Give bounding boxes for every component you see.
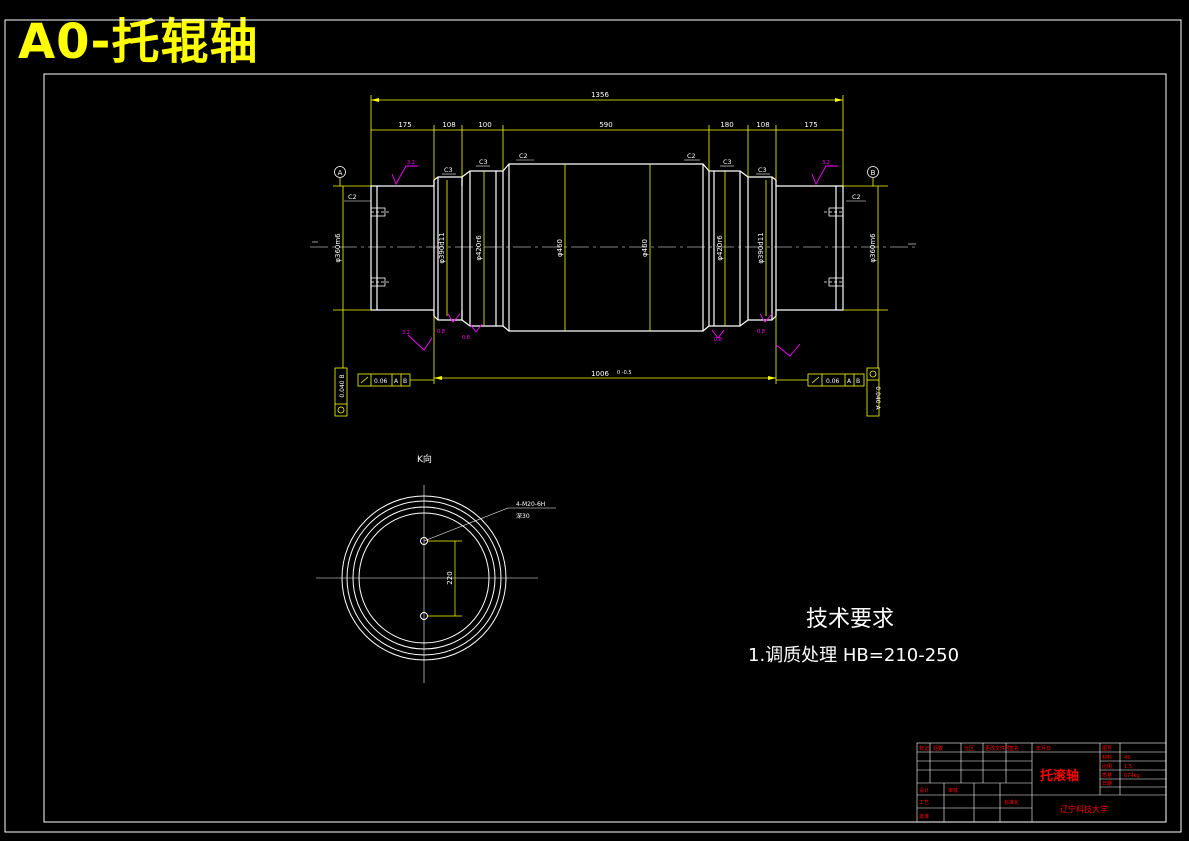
chamfer-8: C2 bbox=[852, 193, 861, 201]
tb-field-3: 比例 bbox=[1102, 763, 1112, 770]
view-marks bbox=[312, 241, 916, 245]
end-threaded-holes bbox=[370, 207, 844, 287]
tb-h-2: 处数 bbox=[933, 745, 943, 752]
tb-row-4: 标准化 bbox=[1004, 799, 1019, 806]
coax-left-text: 0.040 B bbox=[339, 374, 346, 397]
tb-val-1: 45 bbox=[1124, 755, 1130, 761]
tb-h-4: 更改文件号 bbox=[985, 745, 1010, 752]
ra-3: 0.8 bbox=[462, 335, 470, 341]
chamfer-1: C2 bbox=[348, 193, 357, 201]
diameter-labels: φ360m6 φ390d11 φ420r6 φ460 φ460 φ420r6 φ… bbox=[334, 232, 877, 263]
title-block-headers: 标记 处数 分区 更改文件号 签名 年月日 设计 审核 工艺 标准化 批准 图号… bbox=[919, 745, 1140, 820]
datum-b: B bbox=[871, 169, 876, 177]
tech-req-heading: 技术要求 bbox=[806, 607, 894, 632]
ra-6: 0.8 bbox=[757, 329, 765, 335]
chamfer-6: C3 bbox=[723, 158, 732, 166]
tol-left-datum-b: B bbox=[403, 378, 407, 385]
ra-1: 3.2 bbox=[407, 160, 415, 166]
end-view-label: K向 bbox=[417, 453, 432, 465]
tol-right-datum-b: B bbox=[856, 378, 860, 385]
tolerance-frame-left-text: 0.06 A B bbox=[374, 378, 407, 385]
dim-seg-5: 180 bbox=[720, 121, 733, 129]
chamfer-4: C2 bbox=[519, 152, 528, 160]
dimension-lines bbox=[333, 95, 888, 384]
tolerance-frame-right bbox=[807, 373, 865, 387]
tolerance-frame-right-text: 0.06 A B bbox=[826, 378, 860, 385]
dim-overall: 1356 bbox=[591, 91, 609, 99]
dim-seg-2: 108 bbox=[442, 121, 455, 129]
tol-right-datum-a: A bbox=[847, 378, 852, 385]
tb-part-name: 托滚轴 bbox=[1040, 768, 1079, 784]
roughness-values: 3.2 0.8 0.8 3.2 0.8 0.8 3.2 bbox=[402, 160, 830, 343]
tb-val-2: 1:5 bbox=[1124, 764, 1132, 770]
end-view-callout-sub: 深30 bbox=[516, 512, 530, 520]
tb-field-4: 质量 bbox=[1102, 772, 1112, 779]
tb-row-2: 审核 bbox=[948, 787, 958, 794]
dia-8: φ360m6 bbox=[869, 233, 877, 263]
end-view bbox=[316, 485, 556, 683]
chamfer-labels: C2 C3 C3 C2 C2 C3 C3 C2 bbox=[344, 152, 866, 202]
chamfer-7: C3 bbox=[758, 166, 767, 174]
end-view-dim-text: 220 bbox=[446, 571, 454, 584]
dia-6: φ420r6 bbox=[716, 235, 724, 261]
end-view-dim bbox=[428, 540, 462, 617]
dia-7: φ390d11 bbox=[757, 232, 765, 263]
shaft-profile bbox=[370, 163, 844, 332]
dia-3: φ420r6 bbox=[475, 235, 483, 261]
tech-req-item-1: 1.调质处理 HB=210-250 bbox=[748, 645, 959, 666]
dia-5: φ460 bbox=[641, 239, 649, 257]
tb-val-3: 674kg bbox=[1124, 773, 1140, 779]
dia-4: φ460 bbox=[556, 239, 564, 257]
sheet-outer-frame bbox=[4, 19, 1182, 833]
tol-left-datum-a: A bbox=[394, 378, 399, 385]
tolerance-frame-left bbox=[357, 373, 411, 387]
dim-seg-1: 175 bbox=[398, 121, 411, 129]
tb-h-5: 签名 bbox=[1009, 745, 1019, 752]
dia-2: φ390d11 bbox=[438, 232, 446, 263]
tb-h-3: 分区 bbox=[964, 745, 974, 752]
dim-bearing-span-tol: 0 -0.5 bbox=[617, 370, 632, 376]
ra-2: 0.8 bbox=[437, 329, 445, 335]
dim-bearing-span: 1006 bbox=[591, 370, 609, 378]
coax-frames bbox=[334, 367, 880, 417]
dia-1: φ360m6 bbox=[334, 233, 342, 263]
dim-seg-3: 100 bbox=[478, 121, 491, 129]
dim-seg-6: 108 bbox=[756, 121, 769, 129]
chamfer-5: C2 bbox=[687, 152, 696, 160]
dim-seg-7: 175 bbox=[804, 121, 817, 129]
tb-field-2: 材料 bbox=[1102, 754, 1112, 761]
dim-seg-4: 590 bbox=[599, 121, 612, 129]
tol-right-value: 0.06 bbox=[826, 378, 840, 385]
roughness-symbols bbox=[391, 165, 838, 357]
tb-field-5: 日期 bbox=[1102, 781, 1112, 787]
chamfer-2: C3 bbox=[444, 166, 453, 174]
tol-left-value: 0.06 bbox=[374, 378, 388, 385]
tb-h-1: 标记 bbox=[919, 745, 929, 752]
ra-4: 3.2 bbox=[822, 160, 830, 166]
tb-row-3: 工艺 bbox=[919, 800, 929, 806]
datum-a: A bbox=[338, 169, 343, 177]
tb-row-5: 批准 bbox=[919, 813, 929, 820]
dimension-arrows bbox=[371, 98, 843, 380]
ra-5: 0.8 bbox=[714, 337, 722, 343]
title-block bbox=[916, 742, 1167, 823]
coax-right-text: 0.040 A bbox=[874, 386, 881, 410]
tb-school: 辽宁科技大学 bbox=[1060, 804, 1108, 814]
drawing-title: A0-托辊轴 bbox=[18, 14, 259, 70]
sheet-inner-frame bbox=[43, 73, 1167, 823]
end-view-callout: 4-M20-6H bbox=[516, 501, 545, 508]
tb-h-6: 年月日 bbox=[1036, 745, 1051, 752]
tb-row-1: 设计 bbox=[919, 787, 929, 794]
chamfer-3: C3 bbox=[479, 158, 488, 166]
tb-field-1: 图号 bbox=[1102, 746, 1112, 752]
dimension-texts: 1356 175 108 100 590 180 108 175 1006 0 … bbox=[398, 91, 817, 378]
datum-markers bbox=[334, 166, 879, 178]
ra-7: 3.2 bbox=[402, 330, 410, 336]
